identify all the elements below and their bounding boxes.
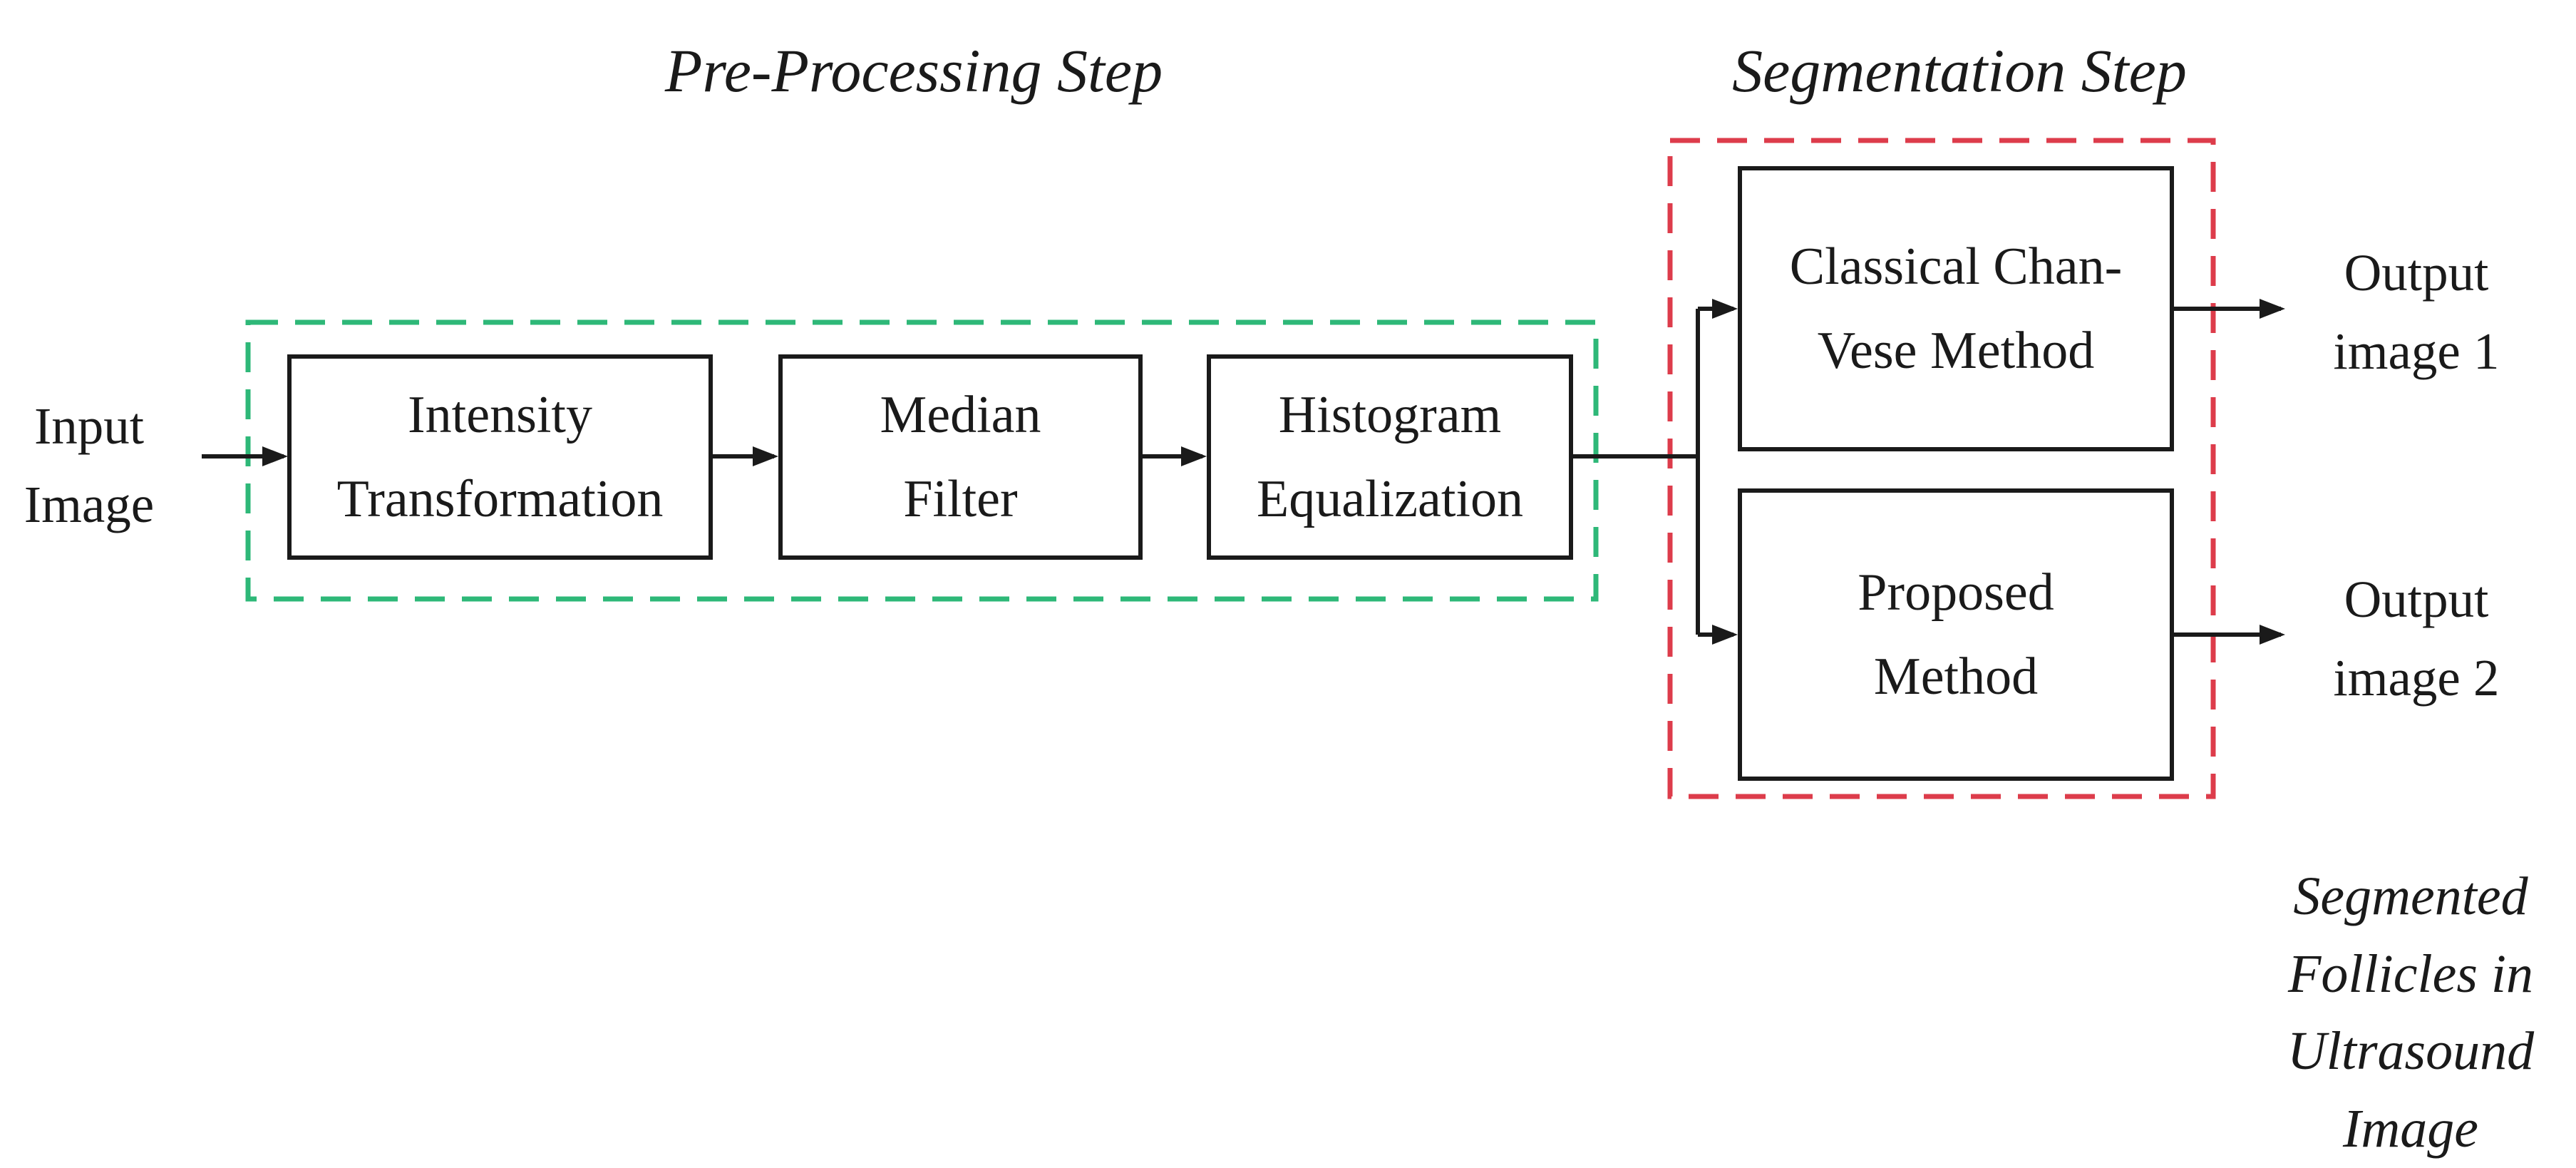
segmented-follicles-caption-line3: Ultrasound (2287, 1021, 2535, 1082)
segmented-follicles-caption: Segmented Follicles in Ultrasound Image (2245, 858, 2576, 1168)
output-image-1-line2: image 1 (2333, 322, 2500, 380)
output-image-2-line2: image 2 (2333, 648, 2500, 707)
preprocessing-step-title-text: Pre-Processing Step (664, 36, 1163, 105)
median-filter-box: Median Filter (778, 354, 1143, 560)
input-image-label: Input Image (0, 387, 178, 543)
classical-chan-vese-line2: Vese Method (1817, 322, 2095, 380)
median-filter-line2: Filter (903, 470, 1018, 528)
segmentation-step-title-text: Segmentation Step (1732, 36, 2187, 105)
preprocessing-group-outline (245, 319, 1599, 602)
segmentation-step-title: Segmentation Step (1710, 34, 2209, 108)
segmented-follicles-caption-line1: Segmented (2293, 866, 2528, 926)
input-image-line2: Image (24, 475, 155, 533)
proposed-method-line2: Method (1873, 647, 2039, 706)
input-image-line1: Input (34, 397, 145, 455)
classical-chan-vese-box: Classical Chan- Vese Method (1738, 166, 2174, 451)
proposed-method-box: Proposed Method (1738, 488, 2174, 781)
output-image-1-line1: Output (2344, 244, 2489, 302)
proposed-method-line1: Proposed (1858, 563, 2054, 622)
segmented-follicles-caption-line2: Follicles in (2287, 943, 2534, 1004)
median-filter-line1: Median (880, 385, 1041, 444)
output-image-2-label: Output image 2 (2299, 560, 2534, 717)
intensity-transformation-box: Intensity Transformation (287, 354, 713, 560)
intensity-transformation-line2: Transformation (336, 470, 664, 528)
histogram-equalization-box: Histogram Equalization (1207, 354, 1573, 560)
intensity-transformation-line1: Intensity (408, 385, 592, 444)
histogram-equalization-line2: Equalization (1257, 470, 1523, 528)
preprocessing-step-title: Pre-Processing Step (664, 34, 1163, 108)
segmentation-group-outline (1667, 138, 2216, 799)
output-image-2-line1: Output (2344, 570, 2489, 628)
histogram-equalization-line1: Histogram (1278, 385, 1502, 444)
segmented-follicles-caption-line4: Image (2343, 1099, 2478, 1159)
classical-chan-vese-line1: Classical Chan- (1789, 237, 2123, 296)
output-image-1-label: Output image 1 (2299, 234, 2534, 390)
